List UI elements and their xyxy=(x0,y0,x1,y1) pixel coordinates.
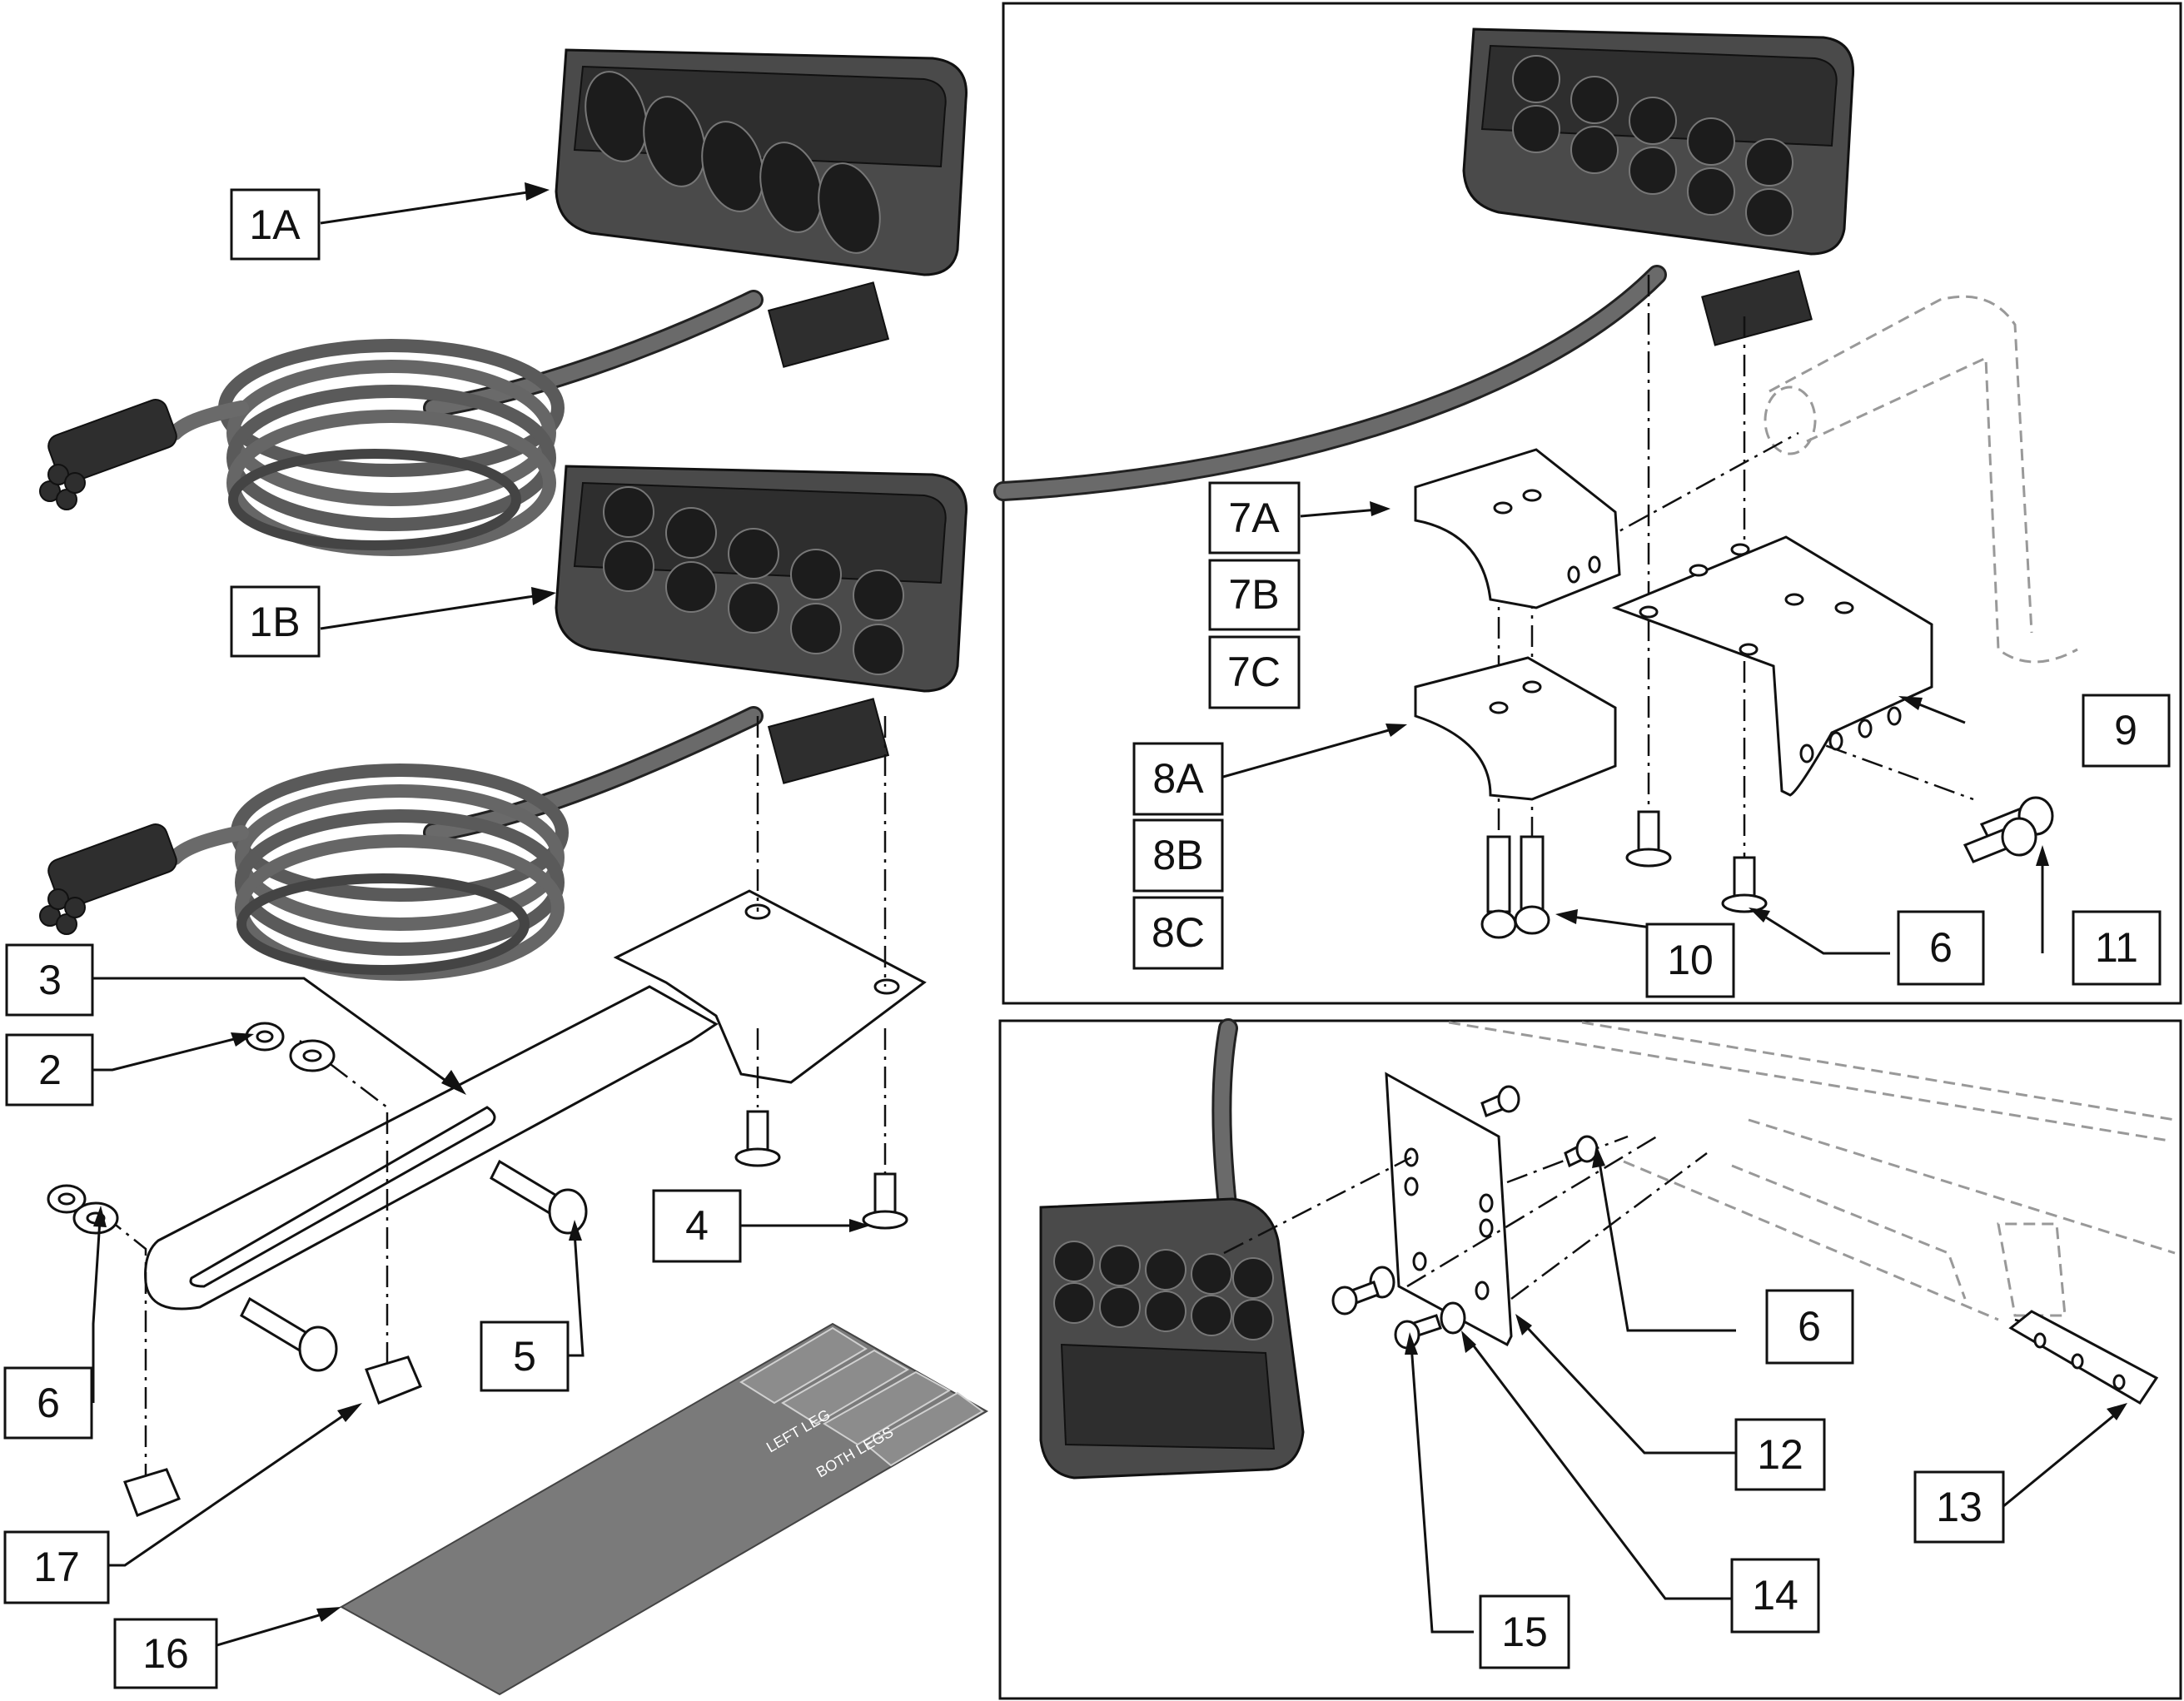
callout-12: 12 xyxy=(1734,1418,1826,1491)
callout-14: 14 xyxy=(1730,1558,1820,1634)
connector-plug-1a xyxy=(39,399,177,510)
svg-text:1B: 1B xyxy=(249,599,300,645)
callout-8b: 8B xyxy=(1132,818,1224,893)
svg-text:7C: 7C xyxy=(1227,649,1281,695)
rocker-switch-row-1a xyxy=(585,71,881,254)
centerline-br-d xyxy=(1506,1135,1629,1184)
callout-3: 3 xyxy=(5,943,94,1017)
t-nut-17b xyxy=(123,1468,181,1517)
svg-text:16: 16 xyxy=(142,1630,189,1677)
hand-pendant-1b xyxy=(39,465,968,981)
button-grid-top-right xyxy=(1512,55,1793,236)
callout-7c: 7C xyxy=(1208,635,1301,709)
callout-11: 11 xyxy=(2072,910,2162,986)
svg-text:8B: 8B xyxy=(1152,832,1203,878)
callout-16: 16 xyxy=(113,1618,218,1689)
bottom-right-panel-frame xyxy=(998,1019,2182,1700)
top-right-panel-frame xyxy=(1002,2,2182,1005)
centerline-tr-f xyxy=(1789,731,1974,801)
cap-screws-11 xyxy=(1963,796,2054,863)
screws-10 xyxy=(1480,835,1550,939)
svg-text:7A: 7A xyxy=(1228,495,1280,541)
svg-text:3: 3 xyxy=(38,957,62,1003)
callout-17: 17 xyxy=(3,1530,110,1604)
screw-4a xyxy=(734,1110,781,1167)
callout-4: 4 xyxy=(652,1189,742,1263)
svg-text:9: 9 xyxy=(2114,707,2137,754)
svg-text:6: 6 xyxy=(1798,1303,1821,1350)
svg-text:6: 6 xyxy=(37,1380,60,1426)
svg-text:1A: 1A xyxy=(249,201,301,248)
svg-text:2: 2 xyxy=(38,1047,62,1093)
callout-2: 2 xyxy=(5,1033,94,1107)
svg-text:10: 10 xyxy=(1667,937,1714,983)
clamp-upper-7 xyxy=(1414,448,1621,609)
button-grid-1b xyxy=(603,486,904,675)
callout-7b: 7B xyxy=(1208,559,1301,631)
screw-6-top xyxy=(1625,810,1672,868)
coiled-cable-1a xyxy=(218,339,565,556)
callout-6-bottom-right: 6 xyxy=(1765,1289,1854,1365)
svg-text:8C: 8C xyxy=(1152,909,1205,956)
hand-pendant-1a xyxy=(39,48,968,556)
leader-arrowheads xyxy=(93,182,2127,1622)
callout-8c: 8C xyxy=(1132,896,1224,970)
svg-text:13: 13 xyxy=(1936,1484,1983,1530)
svg-text:11: 11 xyxy=(2095,924,2138,971)
centerline-br-a xyxy=(1223,1156,1412,1255)
callout-13: 13 xyxy=(1913,1470,2005,1544)
bar-13 xyxy=(2008,1310,2159,1405)
nut-6 xyxy=(47,1184,119,1235)
coiled-cable-1b xyxy=(231,763,569,981)
centerline-br-b xyxy=(1406,1135,1658,1288)
callout-15: 15 xyxy=(1479,1594,1570,1669)
cap-screw-5 xyxy=(490,1159,588,1235)
callout-1a: 1A xyxy=(230,188,321,261)
callout-8a: 8A xyxy=(1132,742,1224,816)
hand-pendant-top-right xyxy=(1462,27,1855,346)
svg-text:17: 17 xyxy=(33,1544,80,1590)
cable-top-right xyxy=(993,265,1667,501)
mounting-bracket-3 xyxy=(144,889,927,1311)
t-nut-17a xyxy=(365,1355,422,1405)
cap-screw-lower xyxy=(240,1296,338,1372)
button-grid-bottom-right xyxy=(1053,1241,1274,1340)
svg-text:12: 12 xyxy=(1757,1431,1803,1478)
mounting-plate-12 xyxy=(1385,1072,1513,1347)
connector-plug-1b xyxy=(39,823,177,935)
svg-text:14: 14 xyxy=(1752,1572,1798,1619)
phantom-armrest xyxy=(1764,295,2078,664)
svg-text:8A: 8A xyxy=(1152,755,1204,802)
callout-10: 10 xyxy=(1645,923,1735,998)
phantom-frame-rail xyxy=(1448,1021,2176,1321)
screw-6-bottom xyxy=(1480,1085,1599,1168)
svg-text:5: 5 xyxy=(513,1333,536,1380)
screw-6-top-b xyxy=(1721,856,1768,913)
callout-6-left: 6 xyxy=(3,1366,93,1440)
callout-7a: 7A xyxy=(1208,481,1301,555)
screw-4b xyxy=(862,1172,908,1230)
svg-text:4: 4 xyxy=(685,1202,709,1249)
svg-text:7B: 7B xyxy=(1228,571,1279,618)
callout-9: 9 xyxy=(2082,694,2171,768)
clamp-lower-8 xyxy=(1414,656,1617,801)
label-sheet-16: LEFT LEG BOTH LEGS RIGHT LEG xyxy=(339,1322,989,1696)
centerline-6 xyxy=(103,1215,147,1482)
svg-text:15: 15 xyxy=(1501,1609,1548,1655)
callout-1b: 1B xyxy=(230,585,321,658)
hand-pendant-bottom-right xyxy=(1039,1197,1305,1480)
bracket-9 xyxy=(1611,535,1933,797)
svg-text:6: 6 xyxy=(1929,924,1953,971)
callout-6-top-right: 6 xyxy=(1897,910,1985,986)
nut-2 xyxy=(245,1022,336,1072)
callout-5: 5 xyxy=(480,1321,570,1392)
